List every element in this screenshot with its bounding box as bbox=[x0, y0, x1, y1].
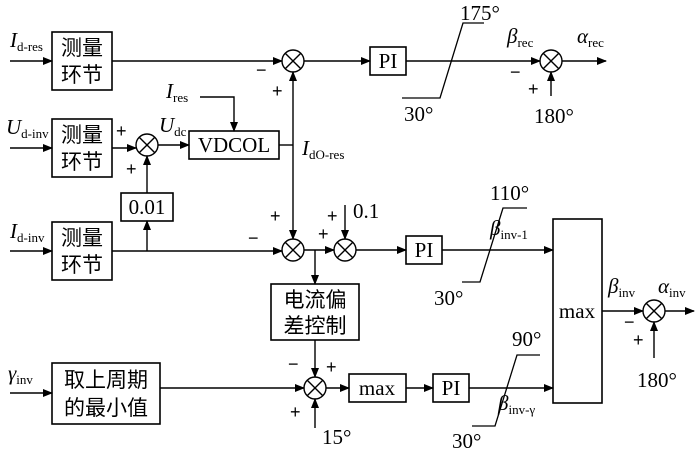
sign-plus-udc-bottom: + bbox=[126, 159, 137, 179]
label-beta-inv: βinv bbox=[607, 274, 636, 300]
sum-junction-inv-b bbox=[333, 238, 357, 262]
pi-block-rec-label: PI bbox=[379, 49, 398, 73]
label-alpha-inv: αinv bbox=[658, 274, 686, 300]
label-i-res: Ires bbox=[165, 79, 188, 105]
sign-plus-udc-left: + bbox=[116, 121, 127, 141]
min-prev-cycle-block bbox=[51, 362, 161, 425]
measure-block-idinv-line1: 测量 bbox=[61, 226, 103, 250]
limit-invg-hi: 90° bbox=[512, 327, 541, 351]
sign-plus-gamma-bottom: + bbox=[290, 402, 301, 422]
sign-plus-gamma-top: + bbox=[326, 357, 337, 377]
measure-block-udinv-line1: 测量 bbox=[61, 123, 103, 147]
sign-plus-alpha-rec: + bbox=[528, 79, 539, 99]
label-beta-inv-gamma: βinv-γ bbox=[497, 391, 535, 417]
sign-minus-rec: − bbox=[256, 60, 267, 80]
min-prev-cycle-line1: 取上周期 bbox=[64, 368, 148, 392]
signal-wires bbox=[10, 57, 695, 428]
max-block-final-label: max bbox=[559, 299, 596, 323]
limit-rec-lo: 30° bbox=[404, 102, 433, 126]
gain-label: 0.01 bbox=[129, 195, 166, 219]
limit-rec-hi: 175° bbox=[460, 1, 500, 25]
sum-junction-gamma bbox=[303, 376, 327, 400]
min-prev-cycle-line2: 的最小值 bbox=[64, 396, 148, 420]
sign-plus-inv-a-top: + bbox=[270, 206, 281, 226]
sign-minus-alpha-rec: − bbox=[510, 62, 521, 82]
wire-ires-to-vdcol bbox=[200, 96, 238, 132]
vdcol-label: VDCOL bbox=[198, 133, 270, 157]
sum-junction-udc bbox=[135, 133, 159, 157]
sign-plus-alpha-inv: + bbox=[633, 330, 644, 350]
sum-junction-rec bbox=[281, 49, 305, 73]
sum-junction-inv-a bbox=[281, 238, 305, 262]
limiter-gamma bbox=[472, 354, 540, 427]
measure-block-udinv-line2: 环节 bbox=[61, 150, 103, 174]
pi-block-gamma-label: PI bbox=[442, 376, 461, 400]
sign-minus-alpha-inv: − bbox=[624, 312, 635, 332]
label-gamma-inv: γinv bbox=[8, 361, 33, 387]
sign-plus-rec: + bbox=[272, 81, 283, 101]
pi-block-inv1-label: PI bbox=[415, 238, 434, 262]
constant-180-inv: 180° bbox=[637, 368, 677, 392]
limit-inv1-lo: 30° bbox=[434, 286, 463, 310]
measure-block-idinv bbox=[51, 221, 113, 281]
constant-180-rec: 180° bbox=[534, 104, 574, 128]
label-i-do-res: IdO-res bbox=[301, 136, 344, 162]
label-u-dc: Udc bbox=[159, 113, 187, 139]
sign-plus-inv-b-left: + bbox=[318, 224, 329, 244]
limiter-rec bbox=[402, 22, 484, 99]
constant-15deg: 15° bbox=[322, 425, 351, 449]
limiter-inv1 bbox=[462, 207, 527, 283]
current-deviation-line1: 电流偏 bbox=[284, 288, 347, 312]
constant-0p1: 0.1 bbox=[353, 199, 379, 223]
sum-junction-alpha-inv bbox=[642, 299, 666, 323]
pi-block-rec bbox=[369, 46, 407, 76]
sign-minus-inv-a-left: − bbox=[248, 228, 259, 248]
limit-inv1-hi: 110° bbox=[490, 181, 529, 205]
max-block-gamma-label: max bbox=[359, 376, 396, 400]
measure-block-idinv-line2: 环节 bbox=[61, 253, 103, 277]
current-deviation-line2: 差控制 bbox=[284, 314, 347, 338]
label-id-inv: Id-inv bbox=[9, 219, 45, 245]
label-beta-rec: βrec bbox=[506, 24, 534, 50]
sum-junction-alpha-rec bbox=[539, 49, 563, 73]
sign-plus-inv-b-top: + bbox=[327, 206, 338, 226]
label-alpha-rec: αrec bbox=[577, 24, 604, 50]
limit-invg-lo: 30° bbox=[452, 429, 481, 453]
measure-block-rec-line1: 测量 bbox=[61, 36, 103, 60]
sign-minus-gamma: − bbox=[288, 354, 299, 374]
label-id-res: Id-res bbox=[9, 28, 43, 54]
gain-block bbox=[120, 192, 174, 222]
max-block-final bbox=[552, 218, 603, 404]
label-beta-inv1: βinv-1 bbox=[489, 216, 528, 242]
measure-block-rec-line2: 环节 bbox=[61, 63, 103, 87]
label-ud-inv: Ud-inv bbox=[6, 115, 49, 141]
measure-block-udinv bbox=[51, 118, 113, 178]
